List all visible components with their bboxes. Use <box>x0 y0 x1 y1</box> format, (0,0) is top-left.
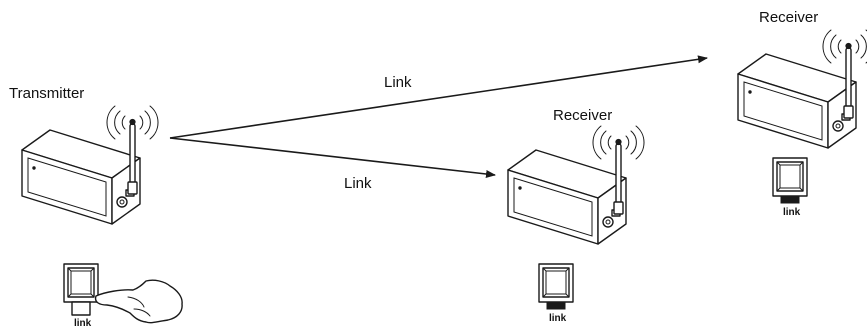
transmitter-link-button-label: link <box>74 318 92 329</box>
transmitter-label: Transmitter <box>9 85 84 102</box>
pointing-hand-icon <box>94 279 183 324</box>
receiver-mid-link-button-label: link <box>549 313 567 324</box>
link-label-lower: Link <box>344 175 372 192</box>
link-arrow-upper <box>169 55 708 139</box>
receiver-right-label: Receiver <box>759 9 818 26</box>
receiver-right-device <box>737 29 867 149</box>
link-label-upper: Link <box>384 74 412 91</box>
transmitter-link-button[interactable]: link <box>63 263 99 329</box>
receiver-right-link-button[interactable]: link <box>772 157 808 218</box>
transmitter-device <box>21 105 159 225</box>
receiver-mid-link-button[interactable]: link <box>538 263 574 324</box>
receiver-right-link-button-label: link <box>783 207 801 218</box>
link-arrow-lower <box>169 137 496 178</box>
receiver-mid-label: Receiver <box>553 107 612 124</box>
receiver-mid-device <box>507 125 645 245</box>
